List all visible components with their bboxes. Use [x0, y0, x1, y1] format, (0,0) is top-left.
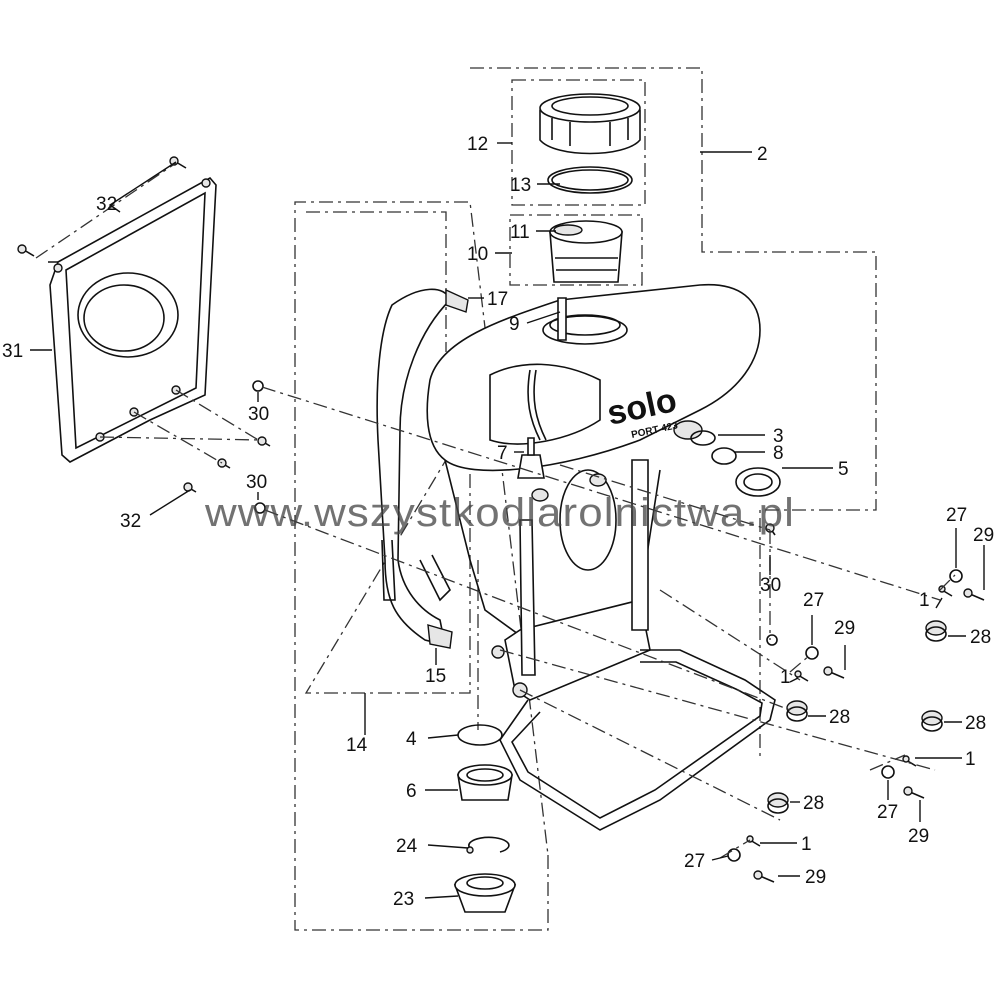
callout-17: 17 [487, 289, 508, 310]
callout-23: 23 [393, 889, 414, 910]
callout-28-d: 28 [803, 793, 824, 814]
callout-30-left-bottom: 30 [246, 472, 267, 493]
callout-2: 2 [757, 144, 768, 165]
back-cover-plate [49, 176, 217, 463]
callout-32-bottom: 32 [120, 511, 141, 532]
callout-4: 4 [406, 729, 417, 750]
callout-31: 31 [2, 341, 23, 362]
group-outline-10 [509, 214, 643, 286]
filler-cap [539, 93, 641, 194]
strainer-basket [549, 220, 623, 283]
callout-27-b: 27 [803, 590, 824, 611]
leader-lines [30, 142, 985, 899]
callout-14: 14 [346, 735, 368, 756]
screw-32-set [17, 156, 271, 493]
callout-8: 8 [773, 443, 784, 464]
callout-1-d: 1 [801, 834, 812, 855]
callout-1-a: 1 [919, 590, 930, 611]
callout-30-right: 30 [760, 575, 781, 596]
frame [491, 459, 776, 831]
callout-29-a: 29 [973, 525, 994, 546]
callouts: 2 12 13 11 10 17 9 3 8 7 5 32 31 30 30 3… [2, 134, 994, 910]
hardware-right [252, 380, 985, 883]
callout-29-c: 29 [908, 826, 929, 847]
callout-27-d: 27 [684, 851, 705, 872]
callout-11: 11 [510, 222, 530, 243]
watermark-text: www.wszystkodlarolnictwa.pl [204, 491, 795, 535]
callout-5: 5 [838, 459, 849, 480]
callout-30-left-top: 30 [248, 404, 269, 425]
alignment-lines [261, 386, 956, 859]
callout-27-c: 27 [877, 802, 898, 823]
callout-28-a: 28 [970, 627, 991, 648]
callout-6: 6 [406, 781, 417, 802]
callout-13: 13 [510, 175, 531, 196]
callout-10: 10 [467, 244, 488, 265]
shoulder-strap [376, 288, 469, 649]
callout-28-c: 28 [965, 713, 986, 734]
callout-9: 9 [509, 314, 520, 335]
callout-1-b: 1 [780, 667, 791, 688]
callout-15: 15 [425, 666, 446, 687]
filter-7 [517, 437, 545, 479]
callout-7: 7 [497, 443, 508, 464]
callout-29-d: 29 [805, 867, 826, 888]
callout-28-b: 28 [829, 707, 850, 728]
callout-29-b: 29 [834, 618, 855, 639]
tube-9 [557, 297, 567, 341]
group-outline-2 [294, 67, 877, 931]
callout-1-c: 1 [965, 749, 976, 770]
callout-12: 12 [467, 134, 488, 155]
callout-27-a: 27 [946, 505, 967, 526]
group-outline-12 [511, 79, 646, 206]
tank-body [426, 283, 761, 651]
callout-24: 24 [396, 836, 418, 857]
callout-32-top: 32 [96, 194, 117, 215]
outlet-parts [690, 430, 781, 497]
callout-3: 3 [773, 426, 784, 447]
bottom-fittings [453, 724, 517, 913]
